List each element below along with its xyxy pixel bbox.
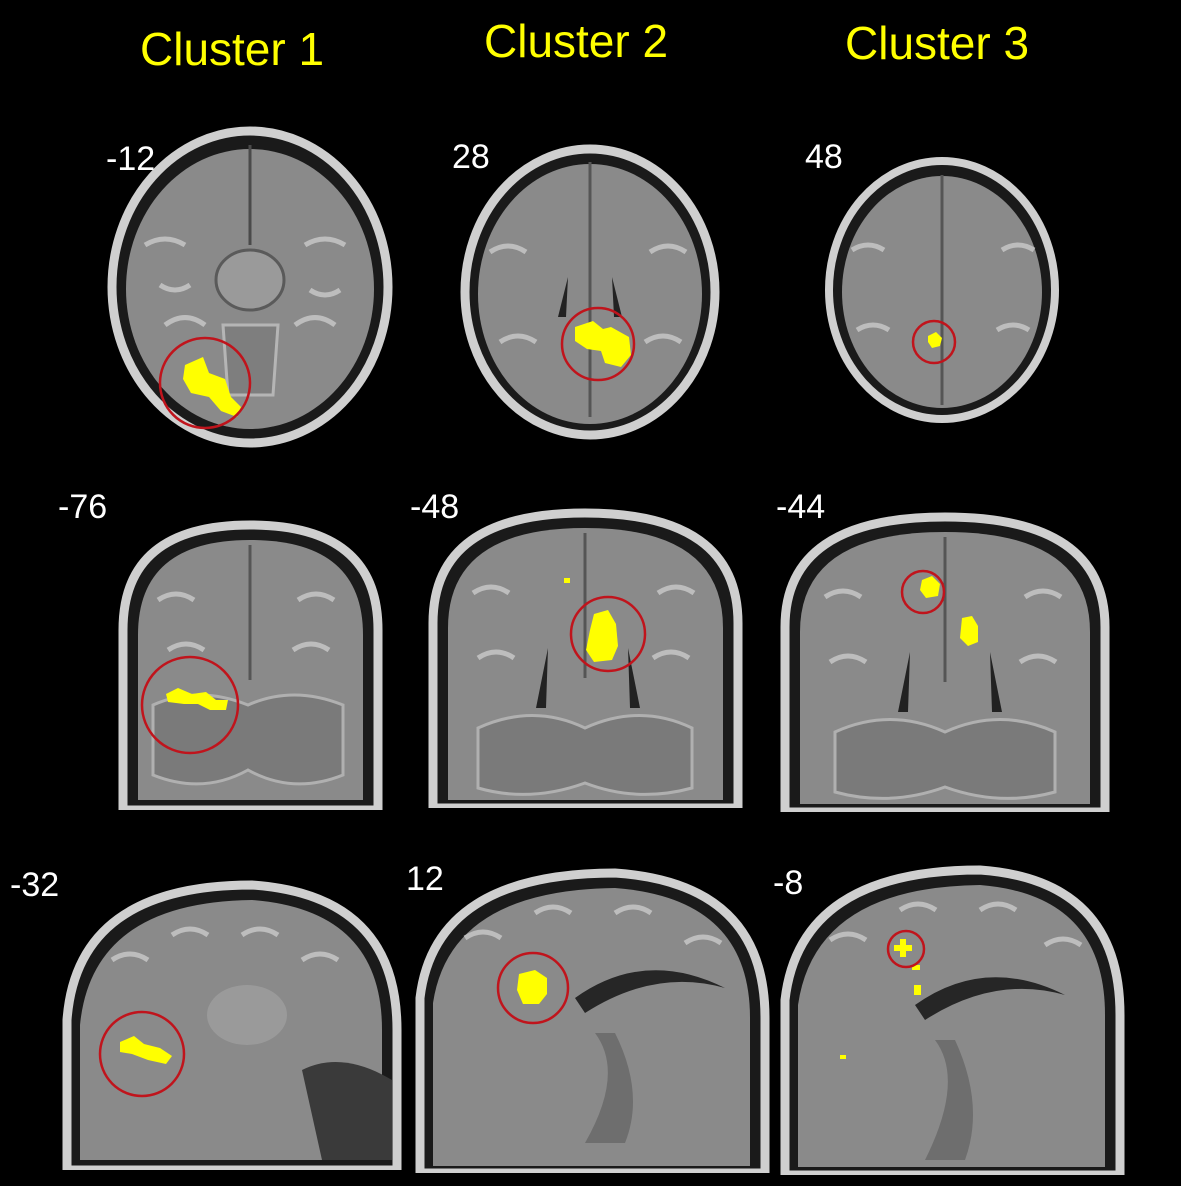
column-title-cluster-3: Cluster 3 (845, 17, 1030, 69)
coronal-slice-cluster-1 (118, 520, 383, 810)
slice-label: 48 (805, 138, 843, 176)
sagittal-slice-cluster-3 (780, 865, 1125, 1175)
activation-blob (586, 610, 618, 662)
axial-slice-cluster-3 (822, 150, 1062, 425)
activation-blob (840, 1055, 846, 1059)
axial-slice-cluster-2 (460, 142, 720, 442)
sagittal-slice-cluster-2 (415, 868, 770, 1173)
activation-blob (894, 939, 912, 957)
activation-blob (183, 357, 241, 417)
column-title-cluster-1: Cluster 1 (140, 23, 325, 75)
slice-label: -44 (776, 488, 826, 526)
activation-blob (166, 688, 228, 710)
activation-blob (120, 1036, 172, 1064)
coronal-slice-cluster-2 (428, 508, 743, 808)
activation-blob (928, 332, 942, 348)
activation-blob (517, 970, 547, 1004)
activation-blob (564, 578, 570, 583)
slice-label: 12 (406, 860, 444, 898)
activation-blob (575, 321, 631, 367)
axial-slice-cluster-1 (105, 125, 395, 450)
activation-blob (914, 985, 921, 995)
slice-label: -12 (106, 140, 156, 178)
sagittal-slice-cluster-1 (62, 880, 402, 1170)
activation-blob (920, 576, 940, 598)
slice-label: -48 (410, 488, 460, 526)
slice-label: 28 (452, 138, 490, 176)
slice-label: -32 (10, 866, 60, 904)
slice-label: -8 (773, 864, 804, 902)
coronal-slice-cluster-3 (780, 512, 1110, 812)
activation-blob (960, 616, 978, 646)
slice-label: -76 (58, 488, 108, 526)
column-title-cluster-2: Cluster 2 (484, 15, 669, 67)
